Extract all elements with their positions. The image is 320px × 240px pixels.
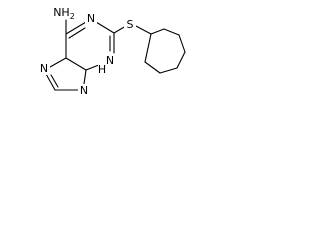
bond-cyc-1	[150, 28, 165, 35]
bond-s-cyc	[133, 24, 152, 35]
bond-n9-c4	[83, 69, 87, 85]
atom-label-h: H	[98, 63, 106, 76]
atom-label-n3: N	[106, 54, 114, 67]
bond-cyc-6	[144, 61, 161, 74]
bond-cyc-5	[159, 67, 178, 74]
molecule-structure-diagram: NH2 N S N N H N	[38, 6, 186, 97]
bond-cyc-4	[176, 51, 186, 69]
bond-n7-c8	[45, 73, 56, 91]
atom-label-nh2: NH2	[53, 6, 75, 21]
atom-label-n1: N	[87, 12, 95, 25]
bond-c6-n1-inner	[68, 27, 86, 39]
bond-c5-n7	[49, 57, 67, 68]
atom-label-s: S	[127, 18, 134, 31]
bond-cyc-3	[178, 34, 186, 53]
bonds	[45, 19, 186, 91]
atom-label-n9: N	[80, 84, 88, 97]
bond-c6-n1	[65, 21, 87, 35]
atom-labels: NH2 N S N N H N	[38, 6, 136, 97]
bond-cyc-2	[163, 28, 180, 36]
bond-n7-c8-inner	[50, 74, 59, 88]
bond-cyc-7	[144, 33, 152, 63]
bond-c4-c5	[65, 57, 87, 71]
atom-label-n7: N	[40, 62, 48, 75]
bond-n1-c2	[95, 21, 115, 34]
